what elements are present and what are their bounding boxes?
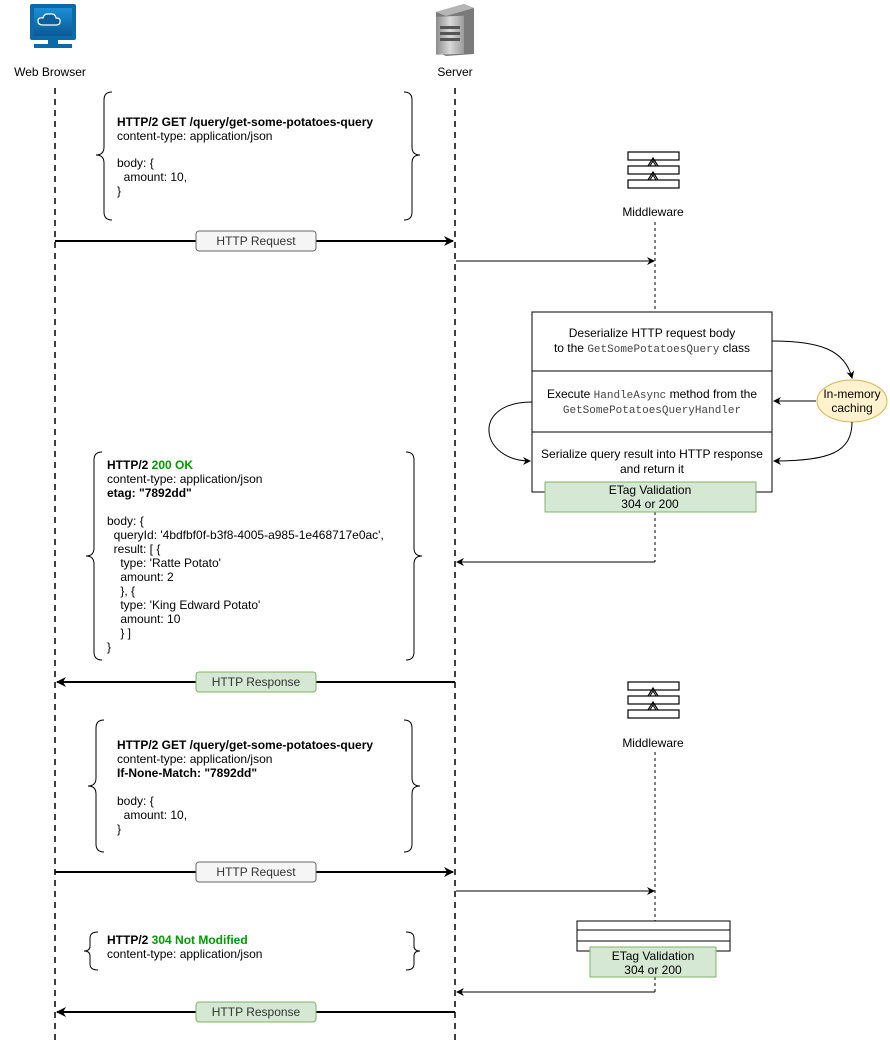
- request-1-body-1: body: {: [117, 156, 154, 170]
- execute-step-line-2: GetSomePotatoesQueryHandler: [563, 405, 741, 417]
- request-2-body-1: body: {: [117, 794, 154, 808]
- web-browser-label: Web Browser: [14, 65, 86, 79]
- middleware-2-icon: [627, 681, 680, 719]
- http-request-2-label: HTTP Request: [216, 865, 296, 879]
- web-browser-icon: [30, 4, 76, 48]
- response-2-block: HTTP/2 304 Not Modified content-type: ap…: [83, 931, 421, 971]
- http-request-1-label: HTTP Request: [216, 234, 296, 248]
- etag-validation-1-box: [544, 481, 757, 513]
- response-1-status-line: HTTP/2 200 OK: [107, 458, 193, 472]
- http-response-1-pill: [195, 671, 317, 693]
- response-1-body-line: amount: 2: [107, 570, 174, 584]
- etag-validation-2-line-1: ETag Validation: [612, 949, 695, 963]
- response-1-body-line: result: [ {: [107, 542, 160, 556]
- request-1-body-2: amount: 10,: [117, 170, 187, 184]
- server-label: Server: [437, 65, 472, 79]
- serialize-step-line-2: and return it: [620, 462, 685, 476]
- response-1-body-line: type: 'King Edward Potato': [107, 598, 260, 612]
- execute-to-serialize-arrow: [488, 401, 533, 465]
- etag-validation-1-line-1: ETag Validation: [609, 483, 692, 497]
- request-2-line-1: HTTP/2 GET /query/get-some-potatoes-quer…: [117, 738, 373, 752]
- server-icon: [436, 4, 474, 56]
- request-1-body-3: }: [117, 184, 121, 198]
- cache-to-serialize-arrow: [773, 421, 853, 465]
- http-request-1-pill: [195, 230, 317, 252]
- etag-validation-2-line-2: 304 or 200: [624, 963, 682, 977]
- http-request-2-pill: [195, 861, 317, 883]
- response-1-body-line: amount: 10: [107, 612, 181, 626]
- http-response-2-label: HTTP Response: [212, 1005, 301, 1019]
- response-1-body-line: type: 'Ratte Potato': [107, 556, 221, 570]
- middleware-1-label: Middleware: [622, 205, 684, 219]
- request-1-line-2: content-type: application/json: [117, 129, 272, 143]
- response-2-content-type: content-type: application/json: [107, 947, 262, 961]
- response-1-body-line: queryId: '4bdfbf0f-b3f8-4005-a985-1e4687…: [107, 528, 384, 542]
- caching-line-1: In-memory: [823, 387, 880, 401]
- deserialize-to-cache-arrow: [771, 340, 855, 379]
- middleware-2-label: Middleware: [622, 736, 684, 750]
- middleware-processing-box: [531, 311, 773, 493]
- request-2-line-3: If-None-Match: "7892dd": [117, 766, 257, 780]
- serialize-step-line-1: Serialize query result into HTTP respons…: [541, 447, 763, 461]
- response-1-body-line: }, {: [107, 584, 135, 598]
- deserialize-step-line-1: Deserialize HTTP request body: [569, 326, 736, 340]
- request-1-block: HTTP/2 GET /query/get-some-potatoes-quer…: [95, 91, 421, 221]
- request-2-body-2: amount: 10,: [117, 808, 187, 822]
- caching-line-2: caching: [831, 401, 872, 415]
- deserialize-step-line-2: to the GetSomePotatoesQuery class: [554, 341, 750, 356]
- response-1-body-line: } ]: [107, 626, 131, 640]
- response-1-body-line: }: [107, 640, 111, 654]
- etag-validation-2-box: [589, 946, 717, 978]
- response-2-status-line: HTTP/2 304 Not Modified: [107, 933, 248, 947]
- http-response-1-label: HTTP Response: [212, 675, 301, 689]
- response-1-body-line: body: {: [107, 514, 144, 528]
- request-2-line-2: content-type: application/json: [117, 752, 272, 766]
- request-2-block: HTTP/2 GET /query/get-some-potatoes-quer…: [87, 719, 421, 853]
- execute-step-line-1: Execute HandleAsync method from the: [547, 387, 757, 402]
- response-1-content-type: content-type: application/json: [107, 472, 262, 486]
- http-response-2-pill: [195, 1001, 317, 1023]
- request-1-line-1: HTTP/2 GET /query/get-some-potatoes-quer…: [117, 115, 373, 129]
- etag-validation-1-line-2: 304 or 200: [621, 497, 679, 511]
- response-1-etag: etag: "7892dd": [107, 486, 192, 500]
- middleware-1-icon: [627, 151, 680, 189]
- request-2-body-3: }: [117, 822, 121, 836]
- response-1-block: HTTP/2 200 OK content-type: application/…: [85, 451, 423, 661]
